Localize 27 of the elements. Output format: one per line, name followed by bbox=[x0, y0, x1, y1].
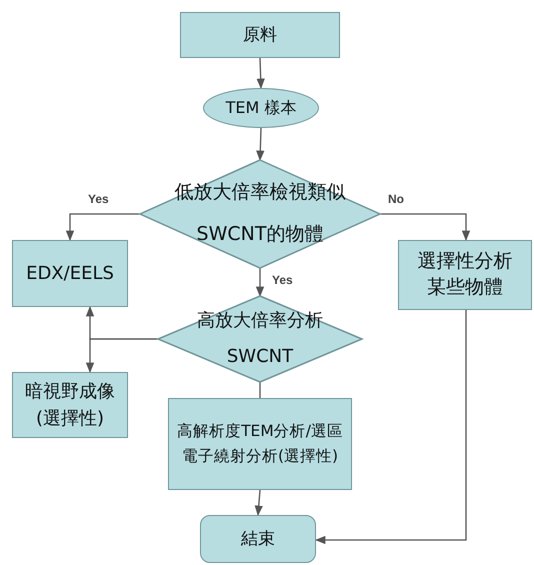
node-label: 選擇性分析某些物體 bbox=[416, 249, 514, 300]
arrow bbox=[66, 213, 140, 242]
node-label: 高放大倍率分析SWCNT bbox=[196, 309, 324, 369]
terminal-box bbox=[200, 515, 316, 563]
arrow bbox=[256, 58, 265, 90]
arrow bbox=[254, 490, 263, 516]
process-box bbox=[168, 398, 352, 490]
arrow bbox=[256, 268, 264, 298]
node-label: 原料 bbox=[242, 24, 278, 46]
decision-diamond bbox=[158, 296, 362, 382]
arrow bbox=[256, 128, 264, 162]
arrow bbox=[380, 213, 470, 242]
edge-label: Yes bbox=[270, 273, 295, 287]
node-label: TEM 樣本 bbox=[224, 98, 298, 118]
node-label: 結束 bbox=[240, 528, 276, 550]
edge-label: Yes bbox=[86, 192, 111, 206]
decision-diamond bbox=[140, 160, 380, 268]
node-label: EDX/EELS bbox=[25, 262, 115, 286]
node-label: 暗視野成像(選擇性) bbox=[24, 380, 116, 431]
process-box bbox=[12, 240, 128, 307]
process-box bbox=[180, 12, 340, 58]
process-box bbox=[12, 372, 128, 438]
edge-label: No bbox=[386, 192, 406, 206]
node-label: 高解析度TEM分析/選區電子繞射分析(選擇性) bbox=[176, 421, 344, 467]
arrow bbox=[86, 338, 158, 374]
arrow bbox=[314, 310, 467, 544]
process-box bbox=[398, 240, 532, 310]
